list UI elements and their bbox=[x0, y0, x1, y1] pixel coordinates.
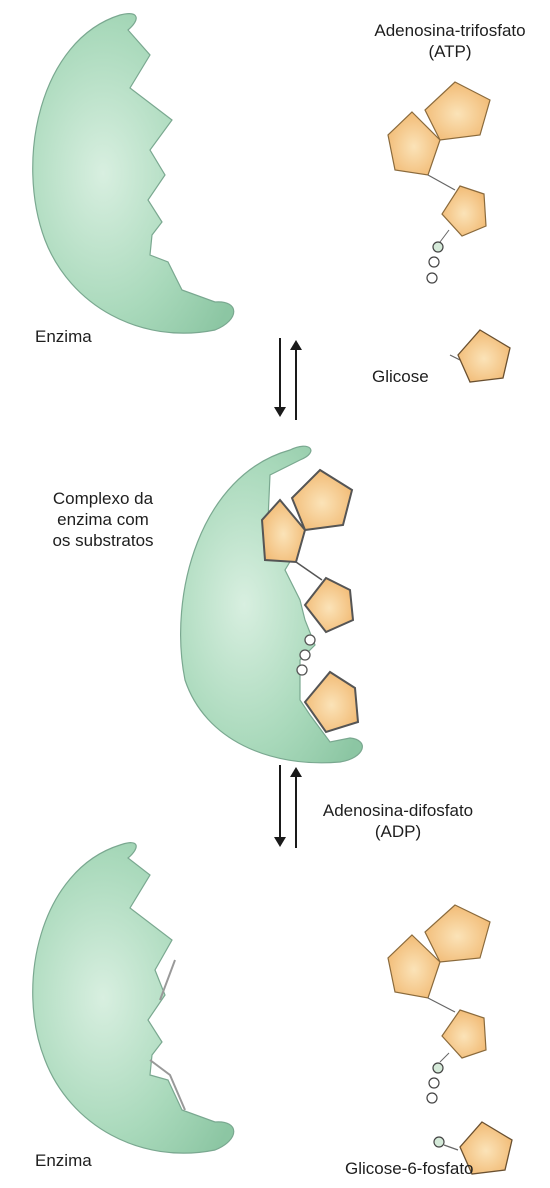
equilibrium-arrows-2 bbox=[280, 765, 296, 848]
atp-label-line2: (ATP) bbox=[360, 41, 540, 62]
atp-phosphate-2 bbox=[429, 257, 439, 267]
adp-molecule bbox=[388, 905, 490, 1103]
enzyme-top bbox=[33, 14, 234, 333]
complex-ring-sugar bbox=[305, 578, 353, 632]
complex-label-line1: Complexo da bbox=[28, 488, 178, 509]
enzyme-bottom bbox=[33, 843, 234, 1153]
atp-phosphate-1 bbox=[433, 242, 443, 252]
complex-ring-top bbox=[292, 470, 352, 530]
atp-molecule bbox=[388, 82, 490, 283]
complex-label-line2: enzima com bbox=[28, 509, 178, 530]
glucose-molecule bbox=[450, 330, 510, 382]
complex-label: Complexo da enzima com os substratos bbox=[28, 488, 178, 551]
adp-label-line1: Adenosina-difosfato bbox=[308, 800, 488, 821]
enzyme-top-label: Enzima bbox=[35, 326, 92, 347]
atp-phosphate-3 bbox=[427, 273, 437, 283]
enzyme-substrate-complex bbox=[181, 446, 363, 763]
complex-label-line3: os substratos bbox=[28, 530, 178, 551]
adp-label: Adenosina-difosfato (ADP) bbox=[308, 800, 488, 842]
atp-label: Adenosina-trifosfato (ATP) bbox=[360, 20, 540, 62]
atp-ring-sugar bbox=[442, 186, 486, 236]
adp-label-line2: (ADP) bbox=[308, 821, 488, 842]
glucose-6-phosphate-label: Glicose-6-fosfato bbox=[345, 1158, 474, 1179]
atp-label-line1: Adenosina-trifosfato bbox=[360, 20, 540, 41]
atp-ring-top bbox=[425, 82, 490, 140]
equilibrium-arrows-1 bbox=[280, 338, 296, 420]
enzyme-bottom-label: Enzima bbox=[35, 1150, 92, 1171]
glucose-label: Glicose bbox=[372, 366, 429, 387]
